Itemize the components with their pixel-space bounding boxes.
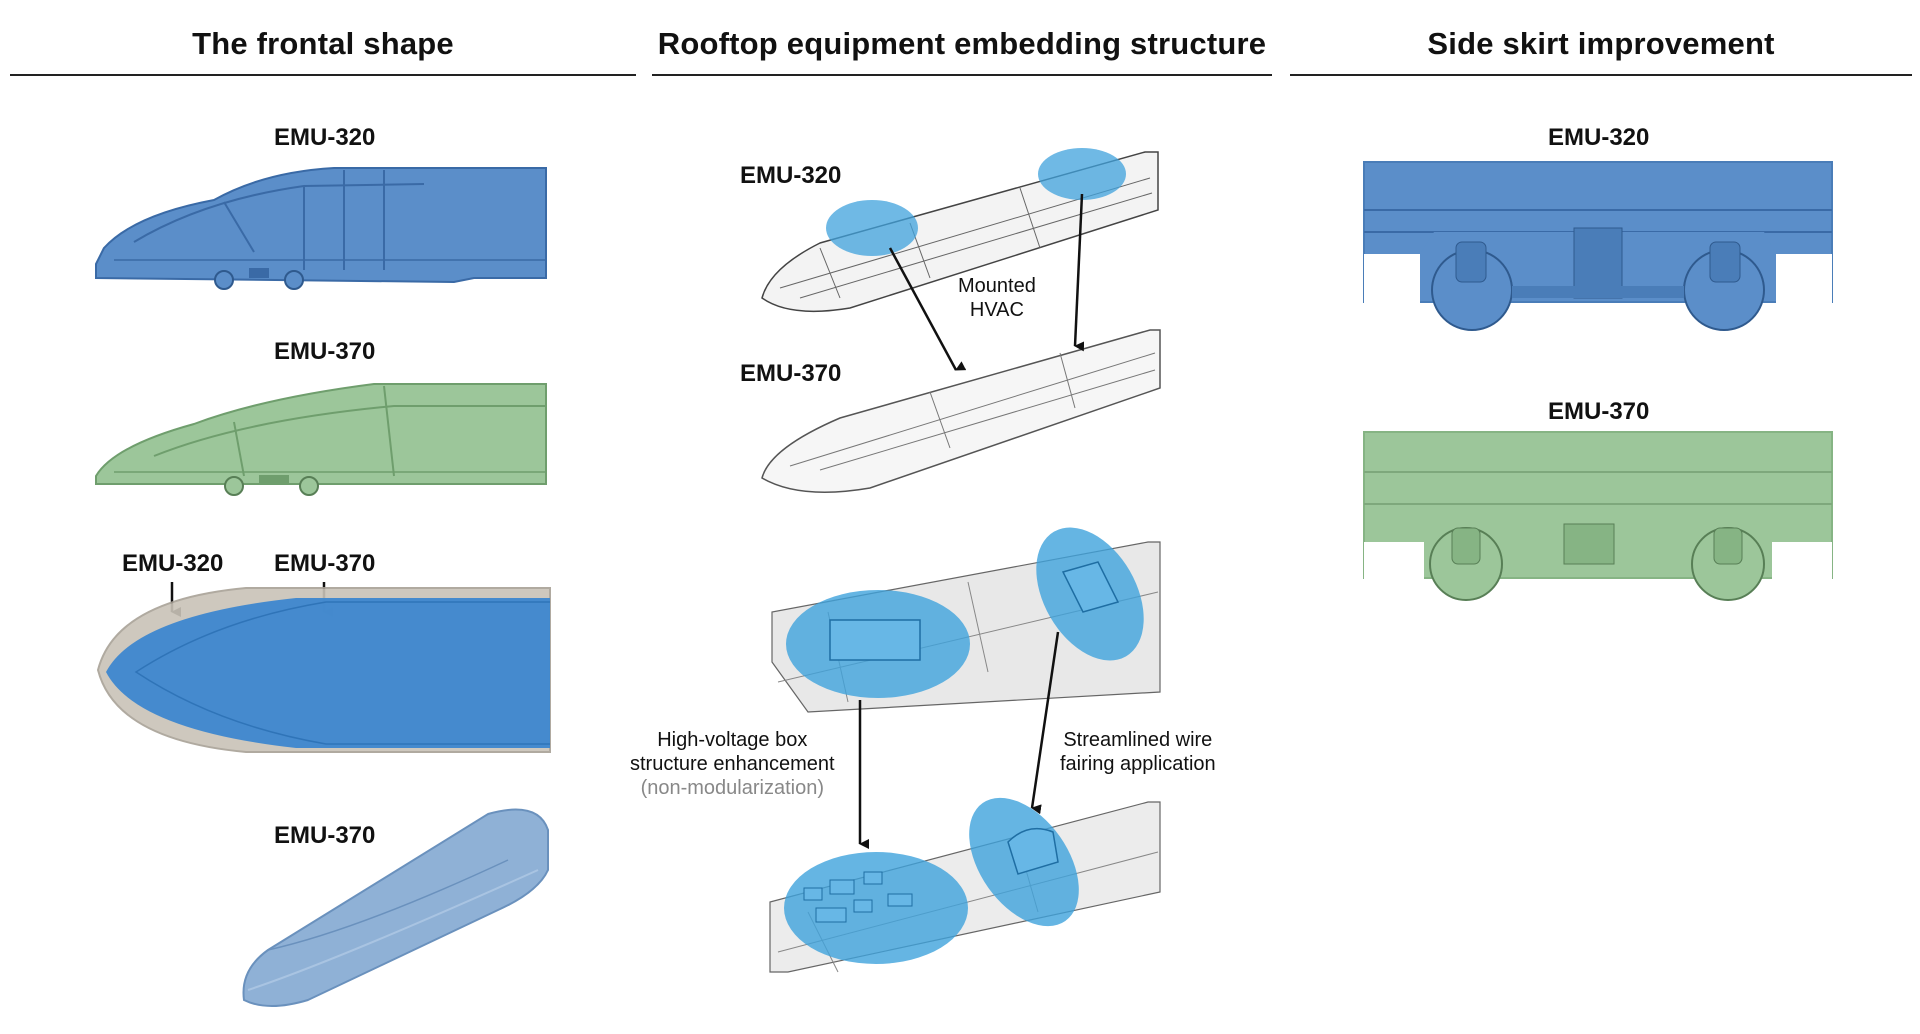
frontal-3d-label-emu370: EMU-370 xyxy=(274,822,376,849)
frontal-label-emu370: EMU-370 xyxy=(274,338,376,365)
emu370-side-profile xyxy=(95,383,547,496)
note-hv-box-line3: (non-modularization) xyxy=(640,777,824,799)
overlay-label-emu370: EMU-370 xyxy=(274,550,376,577)
overlay-label-emu320: EMU-320 xyxy=(122,550,224,577)
arrow-hvac-rear xyxy=(1073,193,1085,352)
note-hv-box-line1: High-voltage box xyxy=(657,729,808,751)
note-wire-fairing: Streamlined wire fairing application xyxy=(1060,728,1216,776)
note-mounted-hvac: Mounted HVAC xyxy=(958,275,1036,321)
skirt-label-emu370: EMU-370 xyxy=(1548,398,1650,425)
column-title-side-skirt: Side skirt improvement xyxy=(1290,22,1912,76)
column-title-frontal-shape: The frontal shape xyxy=(10,22,636,76)
column-title-rooftop-equipment: Rooftop equipment embedding structure xyxy=(652,22,1272,76)
highlight-hv-box-emu370 xyxy=(784,852,968,964)
emu370-3d-nose-render xyxy=(242,808,549,1007)
emu370-side-skirt-bogie xyxy=(1363,431,1833,602)
note-hv-box: High-voltage box structure enhancement (… xyxy=(630,728,835,800)
note-wire-fairing-line1: Streamlined wire xyxy=(1063,729,1213,751)
nose-overlay-top-view xyxy=(96,582,551,753)
emu320-side-profile xyxy=(95,167,547,290)
rooftop-label-emu370: EMU-370 xyxy=(740,360,842,387)
hvac-highlight-emu320-front xyxy=(826,200,918,256)
skirt-label-emu320: EMU-320 xyxy=(1548,124,1650,151)
rooftop-highvoltage-wire-comparison xyxy=(769,527,1161,973)
note-hv-box-line2: structure enhancement xyxy=(630,753,835,775)
frontal-label-emu320: EMU-320 xyxy=(274,124,376,151)
arrow-wire-fairing xyxy=(1030,631,1060,815)
rooftop-hvac-comparison xyxy=(761,148,1161,493)
emu320-side-skirt-bogie xyxy=(1363,161,1833,331)
arrow-hvac-front xyxy=(888,247,967,371)
hvac-highlight-emu320-rear xyxy=(1038,148,1126,200)
rooftop-label-emu320: EMU-320 xyxy=(740,162,842,189)
note-wire-fairing-line2: fairing application xyxy=(1060,753,1216,775)
